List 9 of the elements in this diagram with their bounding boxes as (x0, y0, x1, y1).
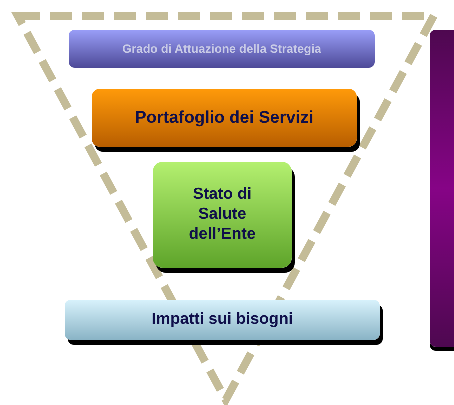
level-box (92, 89, 357, 147)
level-box (69, 30, 375, 68)
level-label: Portafoglio dei Servizi (135, 107, 314, 129)
side-bar (430, 30, 454, 347)
level-label: Grado di Attuazione della Strategia (122, 42, 322, 56)
level-box (153, 162, 292, 268)
level-box (65, 300, 380, 340)
level-label: Stato di Salute dell’Ente (188, 185, 257, 245)
level-label: Impatti sui bisogni (152, 310, 294, 330)
